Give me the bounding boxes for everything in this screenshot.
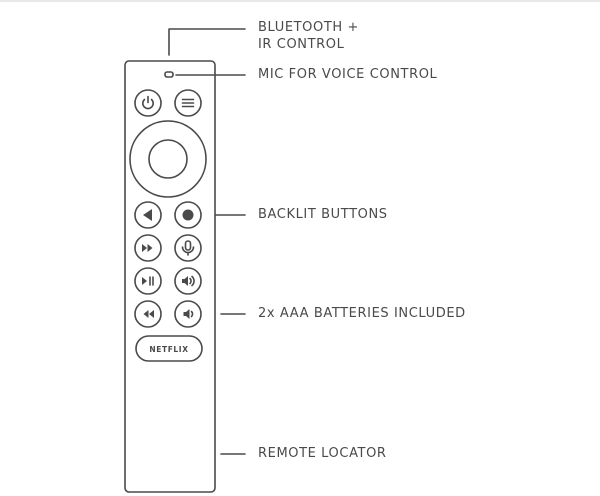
callout-line-bluetooth	[168, 28, 246, 56]
play-pause-button	[134, 267, 162, 295]
play-pause-icon	[142, 276, 154, 286]
callout-lines	[168, 28, 246, 455]
callout-bluetooth-line1: BLUETOOTH +	[258, 20, 359, 35]
back-button	[134, 201, 162, 229]
rewind-button	[134, 300, 162, 328]
home-icon	[182, 209, 194, 221]
remote-body	[124, 60, 216, 493]
volume-down-button	[174, 300, 202, 328]
fast-forward-button	[134, 234, 162, 262]
menu-icon	[181, 98, 195, 108]
dpad-ring	[129, 120, 207, 198]
menu-button	[174, 89, 202, 117]
top-divider	[0, 0, 600, 2]
power-icon	[142, 95, 154, 110]
callout-bluetooth-line2: IR CONTROL	[258, 37, 345, 52]
microphone-button	[174, 234, 202, 262]
dpad-center-button	[148, 139, 188, 179]
microphone-icon	[181, 240, 195, 256]
volume-up-icon	[182, 275, 195, 287]
back-icon	[143, 209, 152, 221]
volume-up-button	[174, 267, 202, 295]
callout-backlit: BACKLIT BUTTONS	[258, 207, 388, 222]
rewind-icon	[143, 310, 154, 318]
callout-locator: REMOTE LOCATOR	[258, 446, 387, 461]
dpad	[129, 120, 207, 198]
fast-forward-icon	[142, 244, 153, 252]
callout-batteries: 2x AAA BATTERIES INCLUDED	[258, 306, 466, 321]
callout-mic: MIC FOR VOICE CONTROL	[258, 67, 438, 82]
netflix-label: NETFLIX	[149, 345, 188, 354]
callout-bluetooth: BLUETOOTH + IR CONTROL	[258, 19, 398, 53]
home-button	[174, 201, 202, 229]
power-button	[134, 89, 162, 117]
netflix-button	[135, 335, 203, 362]
volume-down-icon	[183, 309, 194, 319]
mic-slot	[164, 71, 174, 78]
